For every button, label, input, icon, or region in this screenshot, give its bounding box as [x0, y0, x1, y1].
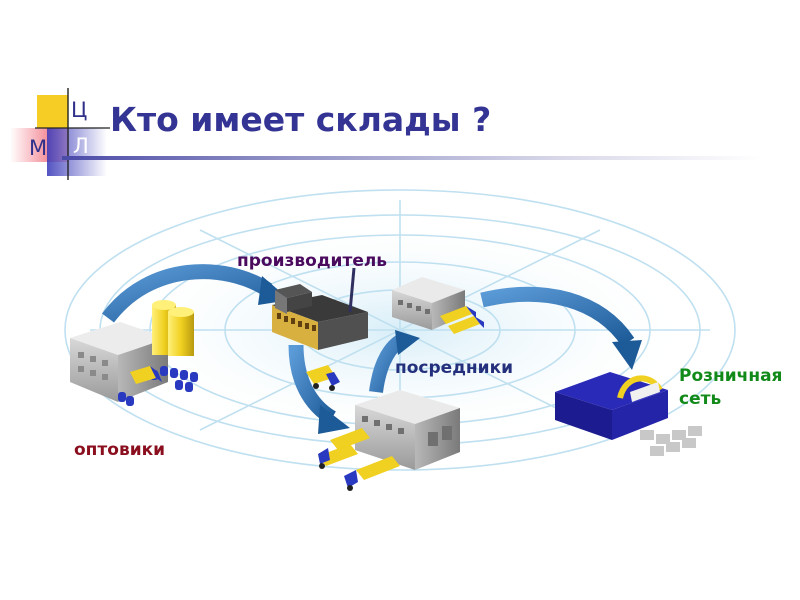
wholesale-warehouse-illustration	[70, 300, 198, 406]
label-producer: производитель	[237, 251, 388, 271]
arrow-head-intermediaries	[395, 330, 420, 355]
arrow-wholesale-to-producer	[102, 264, 273, 323]
arrow-head-retail	[612, 340, 642, 370]
distribution-warehouse-illustration	[318, 390, 460, 491]
logo-letter-m: М	[29, 136, 48, 160]
arrow-head-warehouse	[318, 405, 350, 434]
arrow-intermediaries-to-retail	[480, 286, 635, 347]
logo-letter-l: Л	[73, 134, 89, 158]
logo-letter-ts: Ц	[71, 98, 88, 122]
intermediaries-warehouse-illustration	[392, 277, 484, 334]
page-title: Кто имеет склады ?	[110, 100, 492, 139]
label-retail-line2: сеть	[679, 389, 722, 409]
logo-graphic	[10, 88, 110, 180]
logo-blue-square	[47, 128, 107, 176]
flow-arrows	[102, 264, 642, 434]
label-wholesalers: оптовики	[74, 440, 166, 460]
logo-yellow-square	[37, 95, 68, 128]
label-retail-line1: Розничная	[679, 366, 783, 386]
logo: Ц М Л	[0, 0, 130, 190]
label-intermediaries: посредники	[395, 358, 514, 378]
factory-illustration	[272, 267, 368, 350]
title-underline	[62, 156, 762, 160]
retail-store-illustration	[555, 372, 702, 456]
background-rings	[64, 189, 736, 471]
truck-illustration	[306, 365, 340, 391]
